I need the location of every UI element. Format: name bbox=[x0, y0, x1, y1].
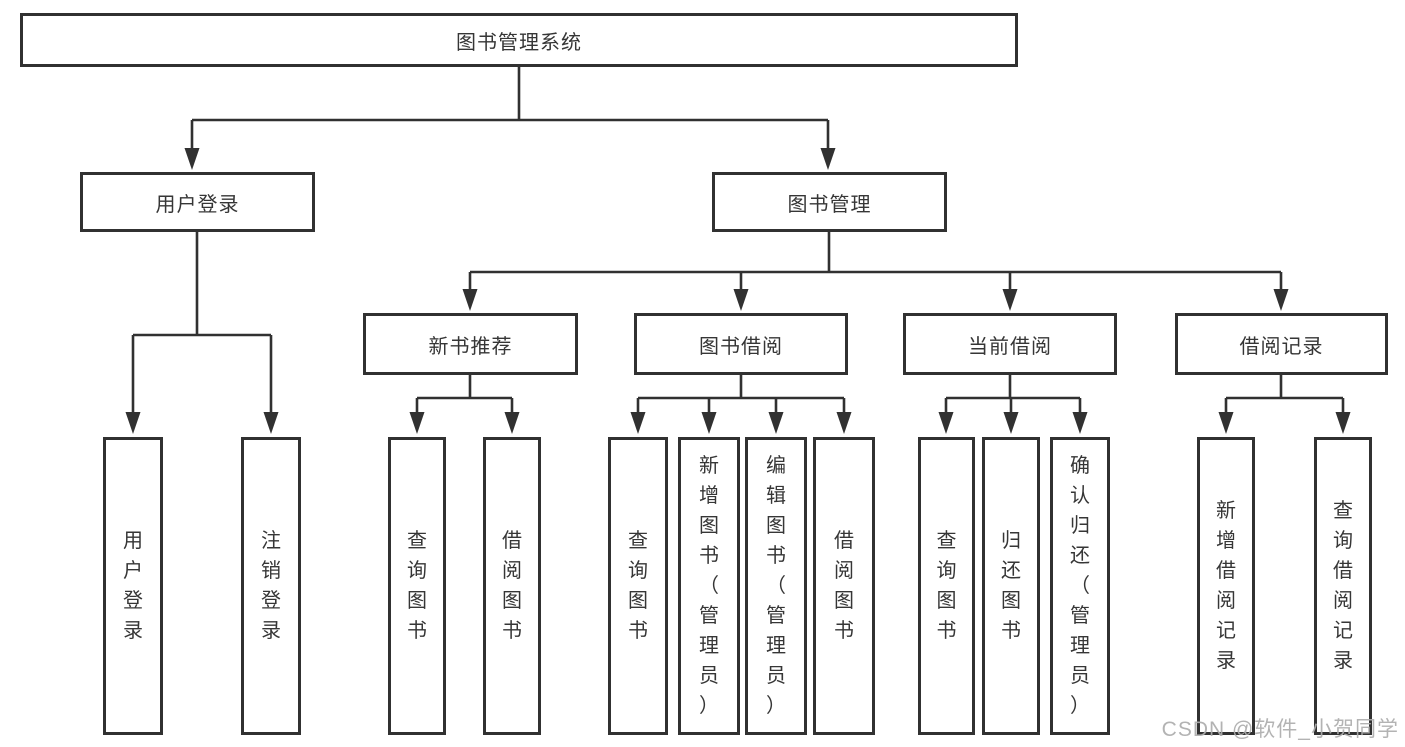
connector bbox=[462, 232, 1289, 311]
leaf-edit-books-admin: 编辑图书（管理员） bbox=[745, 437, 807, 735]
leaf-borrow-books-recommend: 借阅图书 bbox=[483, 437, 541, 735]
node-label: 查询借阅记录 bbox=[1333, 500, 1353, 672]
leaf-query-books-current: 查询图书 bbox=[918, 437, 975, 735]
connector bbox=[184, 67, 836, 170]
leaf-add-borrow-record: 新增借阅记录 bbox=[1197, 437, 1255, 735]
node-library-system: 图书管理系统 bbox=[20, 13, 1018, 67]
leaf-add-books-admin: 新增图书（管理员） bbox=[678, 437, 740, 735]
node-new-book-recommend: 新书推荐 bbox=[363, 313, 578, 375]
leaf-confirm-return-admin: 确认归还（管理员） bbox=[1050, 437, 1110, 735]
node-book-borrowing: 图书借阅 bbox=[634, 313, 848, 375]
leaf-query-borrow-record: 查询借阅记录 bbox=[1314, 437, 1372, 735]
leaf-return-books: 归还图书 bbox=[982, 437, 1040, 735]
arrow-down-icon bbox=[1273, 289, 1289, 311]
connector bbox=[1218, 375, 1351, 434]
arrow-down-icon bbox=[263, 412, 279, 434]
node-label: 查询图书 bbox=[628, 530, 648, 642]
node-label: 借阅图书 bbox=[502, 530, 522, 642]
leaf-logout: 注销登录 bbox=[241, 437, 301, 735]
node-label: 图书管理 bbox=[787, 193, 872, 216]
arrow-down-icon bbox=[409, 412, 425, 434]
node-label: 查询图书 bbox=[407, 530, 427, 642]
node-label: 注销登录 bbox=[261, 530, 281, 642]
connector bbox=[409, 375, 520, 434]
connector bbox=[125, 232, 279, 434]
arrow-down-icon bbox=[836, 412, 852, 434]
arrow-down-icon bbox=[630, 412, 646, 434]
node-label: 确认归还（管理员） bbox=[1070, 455, 1090, 717]
node-book-management: 图书管理 bbox=[712, 172, 947, 232]
arrow-down-icon bbox=[938, 412, 954, 434]
connector bbox=[938, 375, 1088, 434]
leaf-user-login: 用户登录 bbox=[103, 437, 163, 735]
arrow-down-icon bbox=[820, 148, 836, 170]
node-label: 归还图书 bbox=[1001, 530, 1021, 642]
arrow-down-icon bbox=[1072, 412, 1088, 434]
arrow-down-icon bbox=[125, 412, 141, 434]
arrow-down-icon bbox=[504, 412, 520, 434]
leaf-query-books-recommend: 查询图书 bbox=[388, 437, 446, 735]
node-label: 新增借阅记录 bbox=[1216, 500, 1236, 672]
arrow-down-icon bbox=[768, 412, 784, 434]
leaf-borrow-books: 借阅图书 bbox=[813, 437, 875, 735]
node-borrowing-records: 借阅记录 bbox=[1175, 313, 1388, 375]
node-current-borrowing: 当前借阅 bbox=[903, 313, 1117, 375]
arrow-down-icon bbox=[184, 148, 200, 170]
arrow-down-icon bbox=[701, 412, 717, 434]
arrow-down-icon bbox=[1003, 412, 1019, 434]
node-label: 查询图书 bbox=[936, 530, 957, 642]
node-label: 借阅图书 bbox=[834, 530, 854, 642]
node-label: 图书借阅 bbox=[699, 335, 783, 358]
arrow-down-icon bbox=[1218, 412, 1234, 434]
csdn-watermark: CSDN @软件_小贺同学 bbox=[1161, 718, 1399, 741]
leaf-query-books-borrow: 查询图书 bbox=[608, 437, 668, 735]
node-label: 新增图书（管理员） bbox=[699, 455, 719, 717]
node-label: 新书推荐 bbox=[428, 335, 513, 358]
connector bbox=[630, 375, 852, 434]
arrow-down-icon bbox=[462, 289, 478, 311]
node-label: 当前借阅 bbox=[968, 335, 1052, 358]
node-label: 编辑图书（管理员） bbox=[766, 455, 786, 717]
arrow-down-icon bbox=[1002, 289, 1018, 311]
node-label: 用户登录 bbox=[155, 193, 240, 216]
node-label: 图书管理系统 bbox=[456, 31, 582, 54]
node-label: 借阅记录 bbox=[1239, 335, 1324, 358]
arrow-down-icon bbox=[1335, 412, 1351, 434]
arrow-down-icon bbox=[733, 289, 749, 311]
node-label: 用户登录 bbox=[123, 530, 143, 642]
node-user-login: 用户登录 bbox=[80, 172, 315, 232]
